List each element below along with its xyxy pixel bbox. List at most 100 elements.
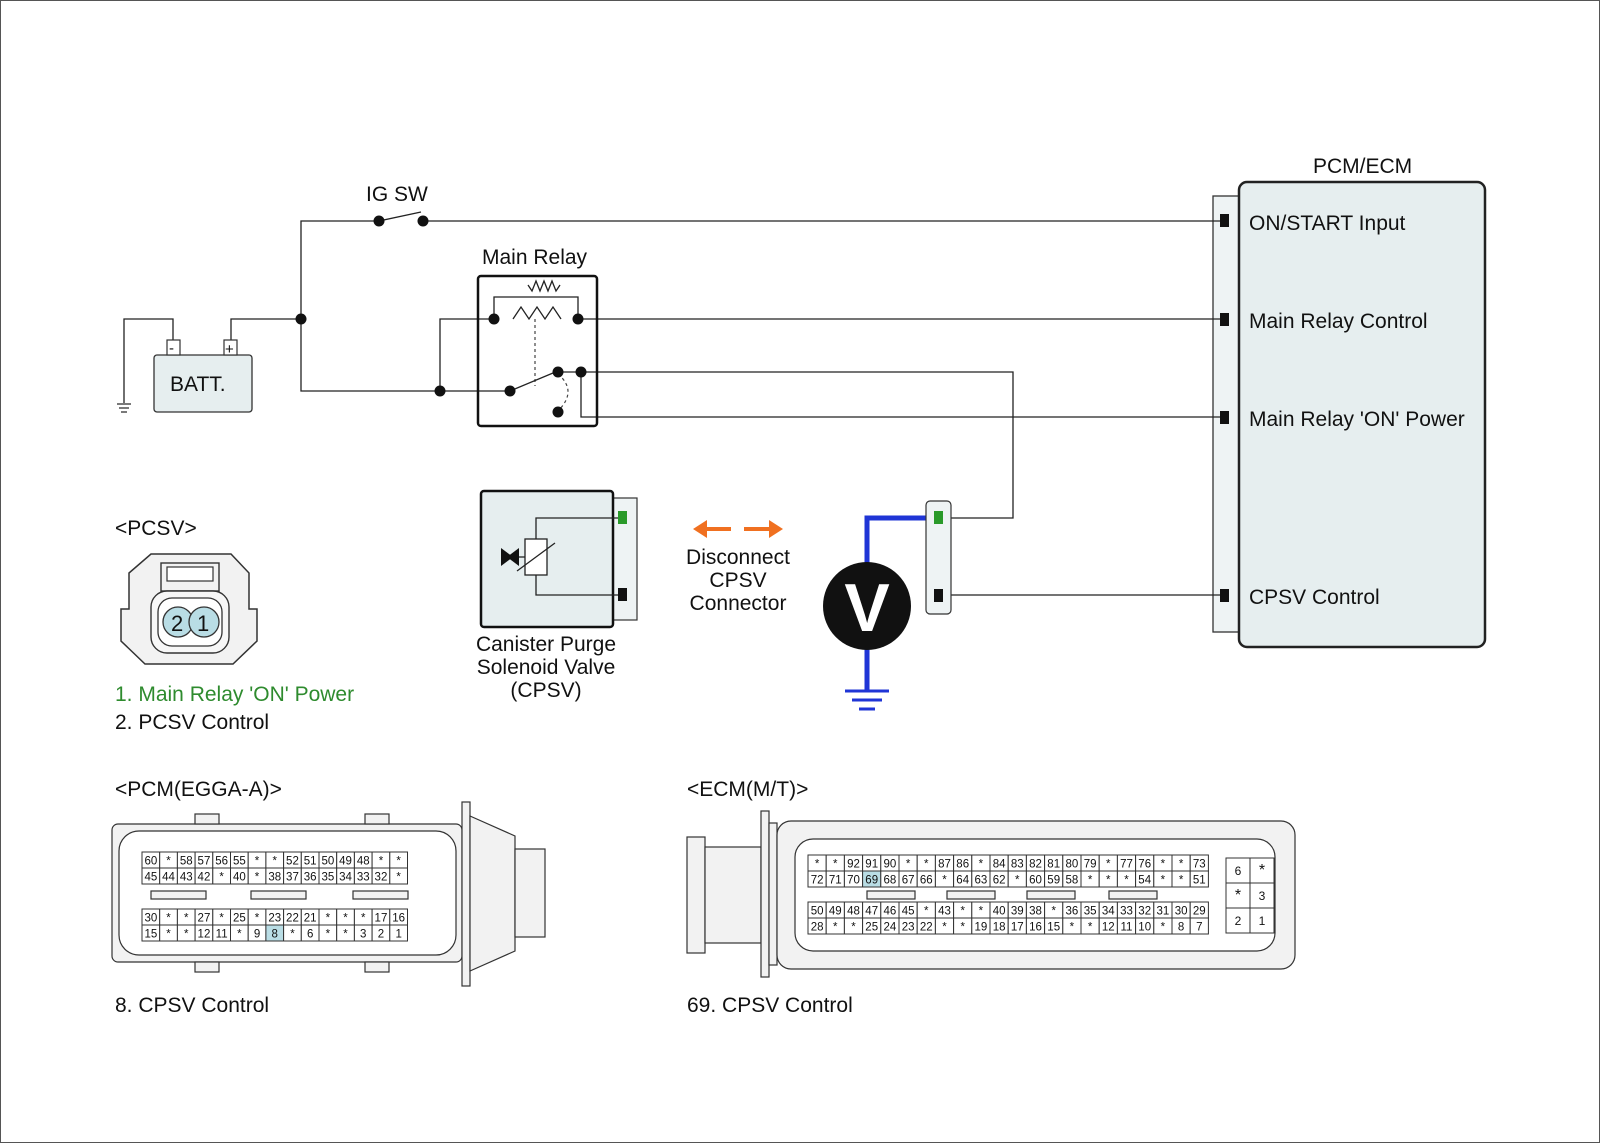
pcm-pin-label: 21: [304, 913, 317, 925]
ecm-pin-label: *: [1179, 875, 1184, 887]
ecm-pin-label: 22: [920, 922, 933, 934]
battery-label: BATT.: [170, 373, 226, 396]
pcm-connector-caption: 8. CPSV Control: [115, 994, 269, 1017]
ecm-pin-label: 70: [847, 875, 860, 887]
ecm-pin-label: 77: [1120, 859, 1133, 871]
pcm-pin-label: *: [255, 856, 260, 868]
ecm-pin-label: 16: [1029, 922, 1042, 934]
ecm-small-pin-label: 6: [1235, 864, 1242, 878]
ecm-pin-label: 11: [1121, 922, 1133, 934]
ecm-pin-label: 50: [811, 906, 824, 918]
ecm-pin-label: 48: [847, 906, 860, 918]
pcm-pin-label: 44: [162, 872, 175, 884]
pcm-pin-label: 42: [198, 872, 211, 884]
ecm-pin-label: 45: [902, 906, 915, 918]
ecm-small-pin-label: 1: [1259, 914, 1266, 928]
ecm-pin-label: 76: [1138, 859, 1151, 871]
pcm-pin-label: 43: [180, 872, 193, 884]
voltmeter-probe-positive: [864, 515, 939, 571]
pcm-pin-label: 48: [357, 856, 370, 868]
ecm-pin-label: *: [833, 859, 838, 871]
pcm-pin-label: 6: [307, 929, 313, 941]
ecm-pin-label: *: [1070, 922, 1075, 934]
ecm-pin-label: 67: [902, 875, 915, 887]
pcm-pin-label: 49: [339, 856, 352, 868]
pcm-pin-label: *: [290, 929, 295, 941]
ig-switch-label: IG SW: [366, 183, 428, 206]
voltmeter-symbol: V: [844, 570, 889, 646]
relay-coil-loop: [493, 296, 579, 319]
pcm-pin-label: *: [396, 856, 401, 868]
pcm-pin-label: *: [343, 913, 348, 925]
ecm-pin-label: *: [851, 922, 856, 934]
ecm-connector-drawing: [686, 810, 1296, 978]
ecm-pin-label: *: [1051, 906, 1056, 918]
pcm-ecm-box: [1237, 180, 1487, 649]
ecm-pin-label: 86: [956, 859, 969, 871]
disconnect-arrows-icon: [693, 520, 783, 538]
pcm-pin-marker-3: [1220, 411, 1229, 424]
battery-minus-label: -: [169, 340, 174, 357]
ecm-pin-label: *: [924, 859, 929, 871]
pin-label-main-relay-on-power: Main Relay 'ON' Power: [1249, 408, 1465, 431]
pcm-pin-label: 9: [254, 929, 260, 941]
cpsv-label-line-1: Canister Purge: [476, 633, 616, 656]
cpsv-pin-control: [618, 588, 627, 601]
ecm-pin-label: 23: [902, 922, 915, 934]
battery-plus-label: +: [225, 341, 234, 358]
ecm-pin-label: 47: [865, 906, 878, 918]
pcm-pin-label: 11: [216, 929, 228, 941]
ecm-pin-label: 84: [993, 859, 1006, 871]
ecm-pin-label: *: [942, 922, 947, 934]
voltmeter-icon: [823, 562, 911, 650]
ecm-pin-label: 83: [1011, 859, 1024, 871]
ecm-pin-label: 62: [993, 875, 1006, 887]
ecm-small-pin-label: 3: [1259, 889, 1266, 903]
ecm-pin-label: 72: [811, 875, 824, 887]
pcm-pin-label: 16: [392, 913, 405, 925]
ecm-pin-label: 38: [1029, 906, 1042, 918]
pcm-pin-label: 56: [215, 856, 228, 868]
pcm-pin-label: 8: [272, 929, 278, 941]
pcm-pin-label: 17: [375, 913, 388, 925]
ecm-pin-label: 58: [1066, 875, 1079, 887]
cpsv-label-line-3: (CPSV): [510, 679, 581, 702]
ecm-pin-label: 51: [1193, 875, 1206, 887]
ecm-pin-label: 35: [1084, 906, 1097, 918]
ecm-pin-label: 19: [975, 922, 988, 934]
ecm-pin-label: *: [1161, 922, 1166, 934]
ecm-pin-label: 29: [1193, 906, 1206, 918]
ecm-pin-label: 69: [865, 875, 878, 887]
ecm-pin-label: 34: [1102, 906, 1115, 918]
battery-ground-wire: [123, 318, 174, 398]
ecm-pin-label: 25: [865, 922, 878, 934]
ecm-pin-label: 24: [884, 922, 897, 934]
pcm-pin-label: 51: [304, 856, 317, 868]
ecm-pin-label: 92: [847, 859, 860, 871]
ecm-pin-label: 36: [1066, 906, 1079, 918]
pcm-pin-label: *: [219, 872, 224, 884]
pcm-pin-cell: [389, 924, 408, 942]
battery-icon: [153, 354, 253, 413]
pcm-pin-label: 32: [375, 872, 388, 884]
ecm-pin-label: 63: [975, 875, 988, 887]
disconnect-label-line-1: Disconnect: [686, 546, 790, 569]
ecm-pin-label: 81: [1047, 859, 1060, 871]
pin-label-main-relay-control: Main Relay Control: [1249, 310, 1428, 333]
ecm-pin-label: 87: [938, 859, 951, 871]
cpsv-label-line-2: Solenoid Valve: [477, 656, 616, 679]
relay-to-cpsv-wire: [559, 371, 1014, 519]
pcm-pin-label: *: [273, 856, 278, 868]
ecm-small-pin-cell: [1249, 857, 1275, 884]
battery-plus-wire: [230, 318, 301, 340]
pcm-pin-label: 27: [198, 913, 211, 925]
main-relay-box: [476, 274, 599, 428]
ecm-pin-label: 33: [1120, 906, 1133, 918]
ecm-pin-label: 54: [1138, 875, 1151, 887]
ecm-pin-label: 71: [829, 875, 842, 887]
ecm-pin-label: 79: [1084, 859, 1097, 871]
ecm-small-pin-cell: [1249, 907, 1275, 934]
